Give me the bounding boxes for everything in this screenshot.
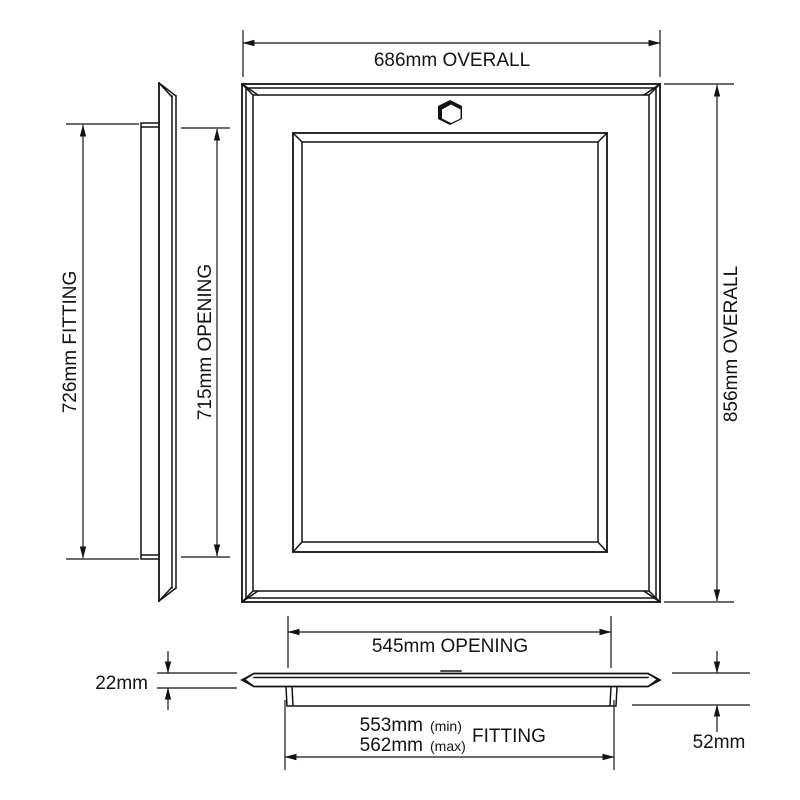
dim-extension-lines bbox=[242, 30, 661, 77]
door-outer-edge bbox=[292, 132, 608, 553]
dim-extension-lines bbox=[181, 127, 230, 558]
dim-label-fitting-word: FITTING bbox=[472, 726, 546, 747]
dim-overall-depth: 52mm bbox=[632, 651, 750, 753]
dim-label-panel-thickness: 22mm bbox=[95, 673, 148, 694]
plan-view bbox=[240, 670, 662, 707]
dim-label-overall-width: 686mm OVERALL bbox=[374, 50, 530, 71]
dim-label-opening-height: 715mm OPENING bbox=[195, 264, 216, 420]
dim-label-fitting-max-qualifier: (max) bbox=[430, 738, 466, 754]
side-view bbox=[140, 81, 178, 603]
front-view bbox=[240, 82, 662, 604]
frame-outer-edge bbox=[241, 83, 661, 603]
dim-extension-lines bbox=[157, 672, 237, 689]
frame-bevel-edge bbox=[252, 94, 650, 592]
plan-flange-outline bbox=[240, 672, 662, 688]
dim-fitting-width: 553mm (min) 562mm (max) FITTING bbox=[284, 700, 615, 770]
plan-channel bbox=[285, 686, 618, 707]
dim-label-fitting-min-qualifier: (min) bbox=[430, 718, 462, 734]
frame-mitre-lines bbox=[240, 82, 662, 604]
dim-extension-lines bbox=[284, 700, 615, 770]
dim-panel-thickness: 22mm bbox=[95, 651, 237, 710]
dim-label-overall-height: 856mm OVERALL bbox=[721, 266, 742, 422]
side-door-back-face bbox=[171, 95, 177, 589]
door-mitre-lines bbox=[291, 131, 609, 554]
dim-extension-lines bbox=[632, 672, 750, 706]
dim-extension-lines bbox=[66, 123, 139, 560]
dim-opening-height: 715mm OPENING bbox=[181, 127, 230, 558]
dim-fitting-height: 726mm FITTING bbox=[60, 123, 139, 560]
dim-extension-lines bbox=[664, 83, 734, 603]
dim-opening-width: 545mm OPENING bbox=[287, 616, 612, 668]
dim-label-opening-width: 545mm OPENING bbox=[372, 636, 528, 657]
dim-overall-width: 686mm OVERALL bbox=[242, 30, 661, 77]
dim-overall-height: 856mm OVERALL bbox=[664, 83, 742, 603]
dim-label-fitting-height: 726mm FITTING bbox=[60, 271, 81, 414]
dim-extension-lines bbox=[287, 616, 612, 668]
side-frame-body bbox=[140, 122, 160, 560]
door-bevel-edge bbox=[301, 141, 599, 543]
frame-mid-edge bbox=[245, 87, 657, 599]
dim-label-fitting-max: 562mm bbox=[360, 735, 423, 756]
hex-bolt-icon bbox=[438, 100, 462, 125]
dim-label-overall-depth: 52mm bbox=[693, 732, 746, 753]
dim-label-fitting-min: 553mm bbox=[360, 715, 423, 736]
side-door-chamfers bbox=[157, 81, 178, 603]
plan-tip-chamfers bbox=[241, 673, 661, 688]
hex-bolt-face bbox=[442, 104, 461, 123]
